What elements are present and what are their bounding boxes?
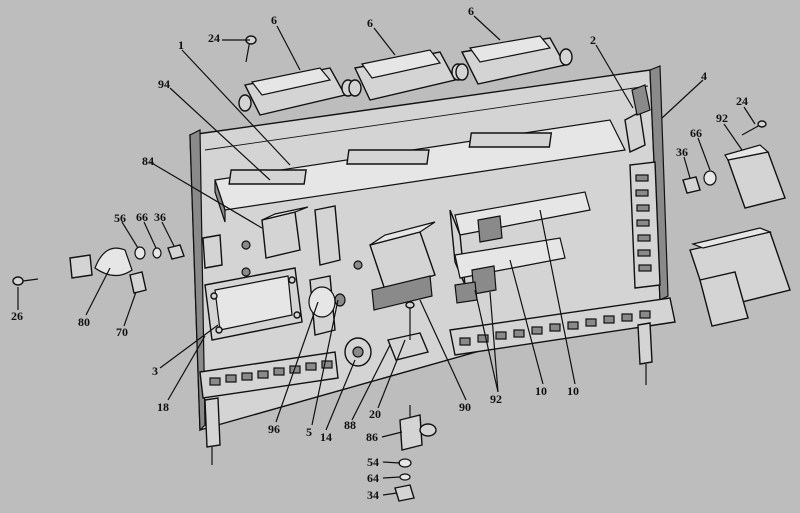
screw-26 (12, 276, 39, 286)
callout-70: 70 (116, 325, 128, 339)
relay-84 (261, 205, 341, 266)
module-3 (204, 267, 303, 341)
callout-24-top: 24 (208, 31, 220, 45)
callout-36-right: 36 (676, 145, 688, 159)
callout-90: 90 (459, 400, 471, 414)
connector-6-b (348, 49, 465, 101)
bottom-right-fuse-strip (449, 297, 676, 356)
standoff-left (204, 397, 221, 465)
callout-84: 84 (142, 154, 154, 168)
callout-18: 18 (157, 400, 169, 414)
leader-lines (17, 15, 756, 496)
nut-34 (394, 484, 415, 502)
slot-bracket (214, 119, 626, 223)
callout-36-left: 36 (154, 210, 166, 224)
mount-80 (69, 247, 133, 279)
callout-94: 94 (158, 77, 170, 91)
callout-56: 56 (114, 211, 126, 225)
nut-36-right (682, 176, 701, 194)
vertical-fuse-strip (629, 161, 661, 289)
callout-92-lower: 92 (490, 392, 502, 406)
switch-86 (399, 405, 437, 451)
washer-64 (399, 473, 411, 481)
callout-6-middle: 6 (367, 16, 373, 30)
callout-14: 14 (320, 430, 332, 444)
relay-bracket-10-lower (454, 237, 566, 304)
callout-5: 5 (306, 425, 312, 439)
callout-1: 1 (178, 38, 184, 52)
callout-4: 4 (701, 69, 707, 83)
standoff-right (637, 322, 653, 385)
connector-6-a (238, 67, 355, 116)
callout-2: 2 (590, 33, 596, 47)
callout-54: 54 (367, 455, 379, 469)
socket-14 (344, 337, 372, 367)
callout-66-left: 66 (136, 210, 148, 224)
callout-10-left: 10 (535, 384, 547, 398)
callout-66-right: 66 (690, 126, 702, 140)
washer-56 (134, 246, 146, 260)
callout-3: 3 (152, 364, 158, 378)
screw-24-right (741, 120, 767, 136)
callout-88: 88 (344, 418, 356, 432)
callout-20: 20 (369, 407, 381, 421)
nut-36-left (167, 244, 185, 260)
callout-10-right: 10 (567, 384, 579, 398)
callout-34: 34 (367, 488, 379, 502)
callout-6-right: 6 (468, 4, 474, 18)
washer-66-right (703, 170, 717, 186)
bracket-left-panel (202, 234, 363, 277)
callout-64: 64 (367, 471, 379, 485)
bracket-20 (387, 301, 429, 361)
relay-90 (369, 221, 436, 311)
washer-66-left (152, 247, 162, 259)
callout-26: 26 (11, 309, 23, 323)
bottom-left-fuse-strip (199, 351, 339, 399)
callout-24-right: 24 (736, 94, 748, 108)
callout-86: 86 (366, 430, 378, 444)
callout-labels: 24 6 6 6 1 2 4 94 24 92 66 36 84 56 66 3… (11, 4, 748, 502)
relay-bracket-92-upper (724, 144, 786, 209)
callout-92-right: 92 (716, 111, 728, 125)
connector-6-c (455, 35, 573, 85)
callout-6-left: 6 (271, 13, 277, 27)
clip-2 (624, 84, 651, 154)
washer-54 (398, 458, 412, 468)
callout-96: 96 (268, 422, 280, 436)
relay-bracket-92-lower (689, 227, 791, 327)
bolt-70 (129, 271, 147, 294)
callout-80: 80 (78, 315, 90, 329)
